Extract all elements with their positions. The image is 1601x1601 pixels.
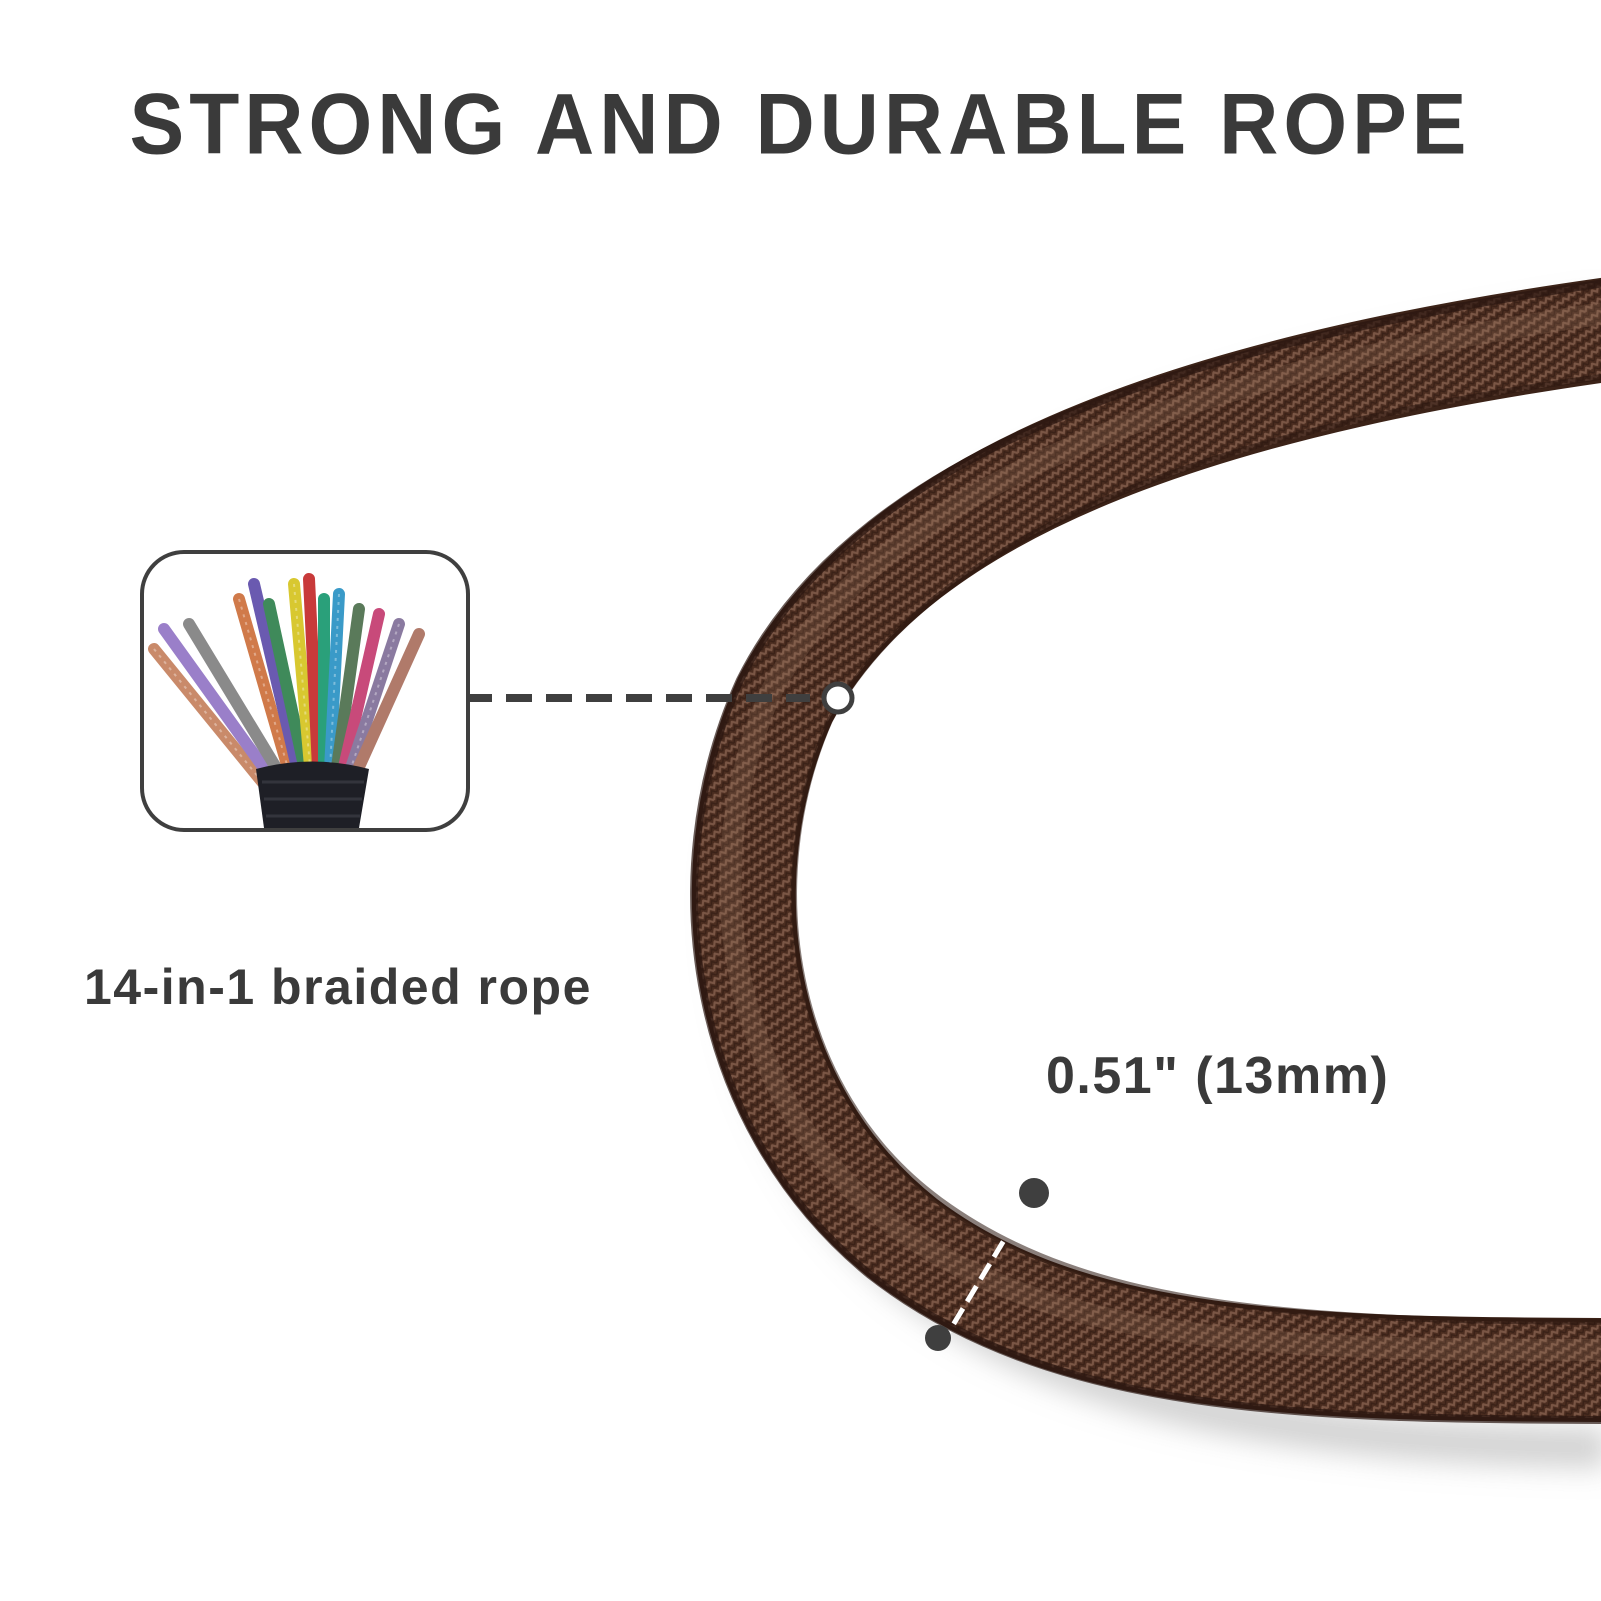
diameter-dot-bottom xyxy=(925,1325,951,1351)
page-title: STRONG AND DURABLE ROPE xyxy=(129,76,1472,173)
diameter-dot-top xyxy=(1019,1178,1049,1208)
diameter-measure-line xyxy=(941,1195,1033,1342)
construction-label: 14-in-1 braided rope xyxy=(84,959,592,1015)
callout-anchor-dot xyxy=(821,681,855,715)
core-sleeve xyxy=(256,761,369,828)
braided-strands-image xyxy=(148,573,425,828)
diameter-label: 0.51" (13mm) xyxy=(1046,1047,1390,1105)
braid-closeup-inset xyxy=(140,550,470,832)
